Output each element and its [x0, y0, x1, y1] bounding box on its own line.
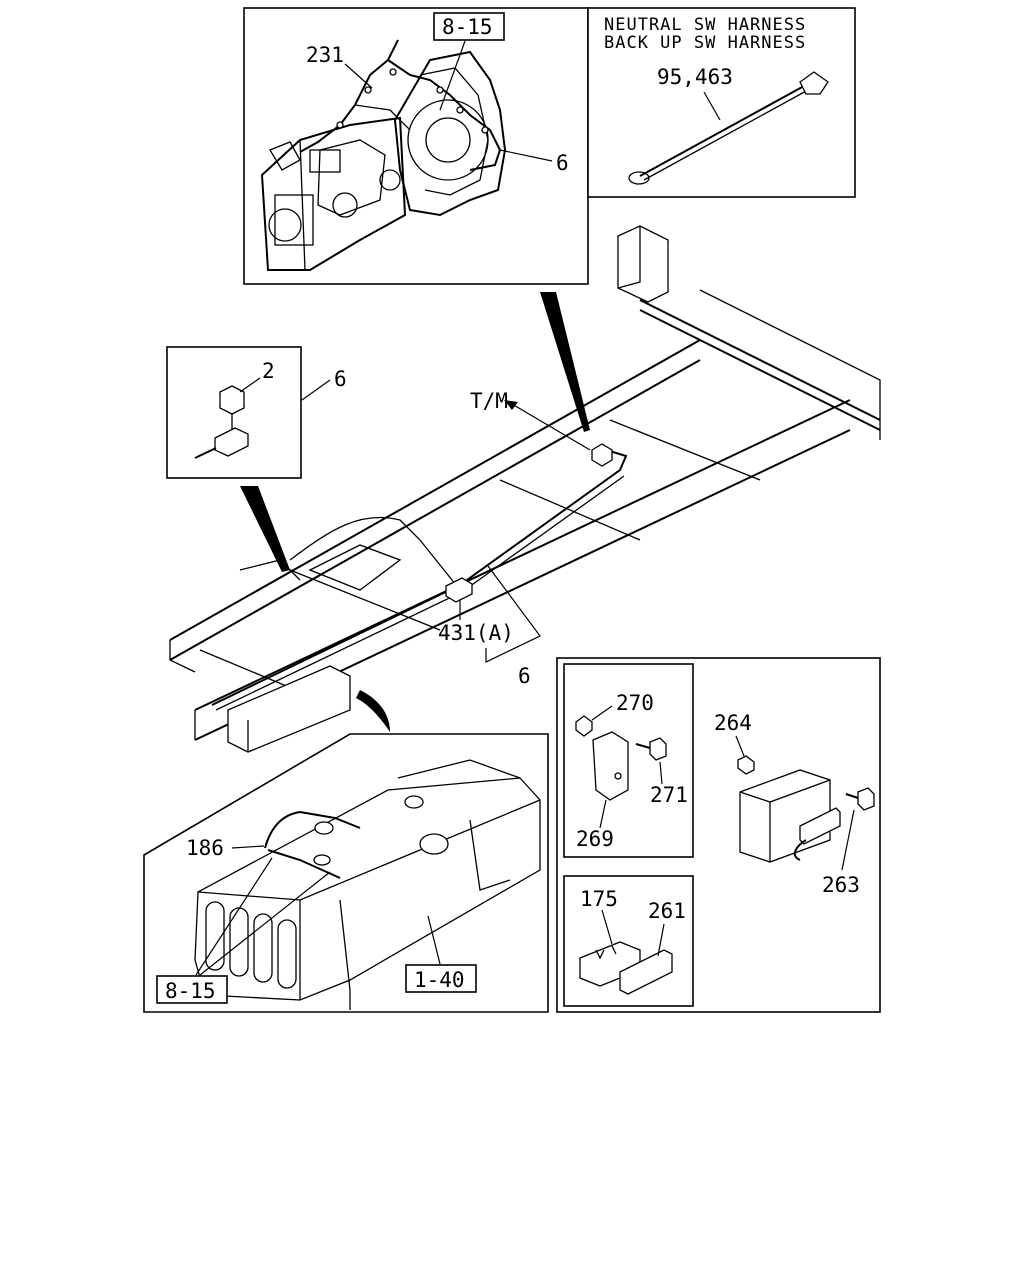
leader-271	[659, 761, 663, 785]
leader-175	[601, 909, 613, 945]
transmission-inset-frame	[243, 7, 589, 285]
leader-186	[231, 845, 265, 849]
harness-inset: NEUTRAL SW HARNESS BACK UP SW HARNESS 95…	[587, 7, 856, 198]
label-tm: T/M	[470, 389, 508, 413]
leader-261	[657, 923, 665, 957]
harness-title-backup: BACK UP SW HARNESS	[604, 33, 806, 53]
label-6-switch: 6	[334, 367, 347, 391]
connector-431a	[445, 577, 473, 603]
ref-box-8-15-top	[433, 12, 505, 41]
label-95-463: 95,463	[657, 65, 733, 89]
label-6-transmission: 6	[556, 151, 569, 175]
pointer-transmission	[540, 292, 590, 432]
leader-270	[591, 705, 613, 721]
label-175: 175	[580, 887, 618, 911]
label-264: 264	[714, 711, 752, 735]
leader-6-transmission	[499, 149, 553, 162]
tm-arrow-head	[504, 400, 518, 410]
bracket-6-frame	[485, 565, 541, 663]
switch-illustration	[194, 385, 249, 459]
leader-8-15-b	[199, 871, 331, 976]
harness-title-neutral: NEUTRAL SW HARNESS	[604, 15, 806, 35]
leader-263	[841, 809, 855, 871]
bracket-b-illustration	[579, 941, 673, 995]
leader-269	[599, 799, 607, 829]
ref-box-8-15-bottom	[156, 975, 228, 1004]
bracket-a-illustration	[575, 715, 667, 801]
bracket-inset: 270 271 269 175 261 264 263	[556, 657, 881, 1013]
leader-8-15-top	[439, 40, 466, 111]
bracket-c-illustration	[737, 755, 875, 863]
transmission-illustration	[260, 39, 507, 271]
leader-95-463	[703, 91, 721, 121]
tank-inset: 186 8-15 1-40	[143, 733, 549, 1013]
ref-box-1-40-label: 1-40	[414, 968, 465, 992]
label-6-frame: 6	[518, 664, 531, 688]
label-431a: 431(A)	[438, 621, 514, 645]
tank-illustration	[194, 759, 541, 1010]
connector-tm	[591, 443, 613, 467]
leader-231	[344, 63, 373, 89]
ref-box-8-15-bottom-label: 8-15	[165, 979, 216, 1003]
label-2: 2	[262, 359, 275, 383]
leader-8-15-a	[195, 857, 273, 976]
ref-box-8-15-top-label: 8-15	[442, 15, 493, 39]
leader-264	[735, 735, 745, 757]
harness-wire-illustration	[628, 71, 829, 185]
label-231: 231	[306, 43, 344, 67]
pointer-tank	[356, 690, 390, 732]
pointer-switch	[240, 486, 290, 572]
label-186: 186	[186, 836, 224, 860]
label-271: 271	[650, 783, 688, 807]
label-263: 263	[822, 873, 860, 897]
tm-arrow-line	[511, 403, 591, 451]
ref-box-1-40	[405, 964, 477, 993]
leader-6-switch	[301, 379, 331, 401]
label-269: 269	[576, 827, 614, 851]
label-270: 270	[616, 691, 654, 715]
harness-inset-frame	[587, 7, 856, 198]
transmission-inset: 8-15 231 6	[243, 7, 589, 285]
switch-inset: 2 6	[166, 346, 347, 479]
leader-1-40	[427, 915, 441, 965]
label-261: 261	[648, 899, 686, 923]
leader-2	[239, 377, 261, 393]
chassis-frame	[169, 225, 881, 753]
